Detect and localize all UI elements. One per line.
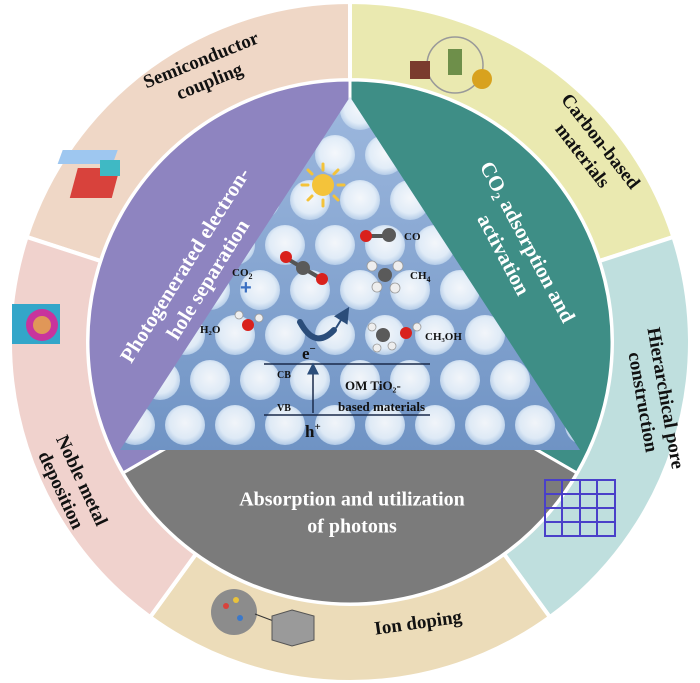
co2-molecule-icon [280, 251, 328, 285]
pore [315, 135, 355, 175]
h2o-molecule-icon [234, 310, 264, 331]
ch4-label: CH4 [410, 270, 431, 284]
pore [265, 225, 305, 265]
pore [190, 360, 230, 400]
pore [290, 360, 330, 400]
semiconductor-image [57, 150, 120, 198]
noble-metal-image [12, 304, 60, 344]
co-label: CO [404, 231, 421, 243]
electron-label: e− [302, 343, 316, 363]
ch3oh-label: CH₃OH [425, 331, 462, 343]
pore [215, 405, 255, 445]
pore [165, 405, 205, 445]
ch4-molecule-icon [366, 260, 404, 294]
pore [390, 360, 430, 400]
co2-label: CO2 [232, 267, 253, 281]
band-diagram [264, 362, 430, 416]
plus-icon: + [240, 277, 252, 299]
carbon-material-image [410, 36, 492, 94]
pore [315, 315, 355, 355]
sun-icon [300, 162, 346, 208]
material-label-line2: based materials [338, 399, 425, 414]
h2o-label: H₂O [200, 324, 221, 336]
ch3oh-molecule-icon [367, 322, 422, 353]
reaction-arrow [297, 319, 337, 342]
pore [315, 225, 355, 265]
pore [515, 405, 555, 445]
photon-absorption-segment [121, 339, 579, 606]
pore [415, 315, 455, 355]
pore-structure-image [544, 479, 616, 537]
pore [440, 360, 480, 400]
pore [265, 315, 305, 355]
co-molecule-icon [360, 228, 396, 242]
ion-doping-image [211, 589, 315, 647]
pore [390, 270, 430, 310]
material-label-line1: OM TiO₂- [345, 378, 401, 393]
pore [340, 270, 380, 310]
pore [240, 360, 280, 400]
pore [240, 270, 280, 310]
pore [340, 360, 380, 400]
pore [340, 180, 380, 220]
pore [465, 315, 505, 355]
cb-label: CB [277, 370, 291, 381]
pore [490, 360, 530, 400]
reaction-arrow-2 [333, 306, 350, 329]
hole-label: h+ [305, 421, 321, 441]
vb-label: VB [277, 403, 291, 414]
pore [465, 405, 505, 445]
